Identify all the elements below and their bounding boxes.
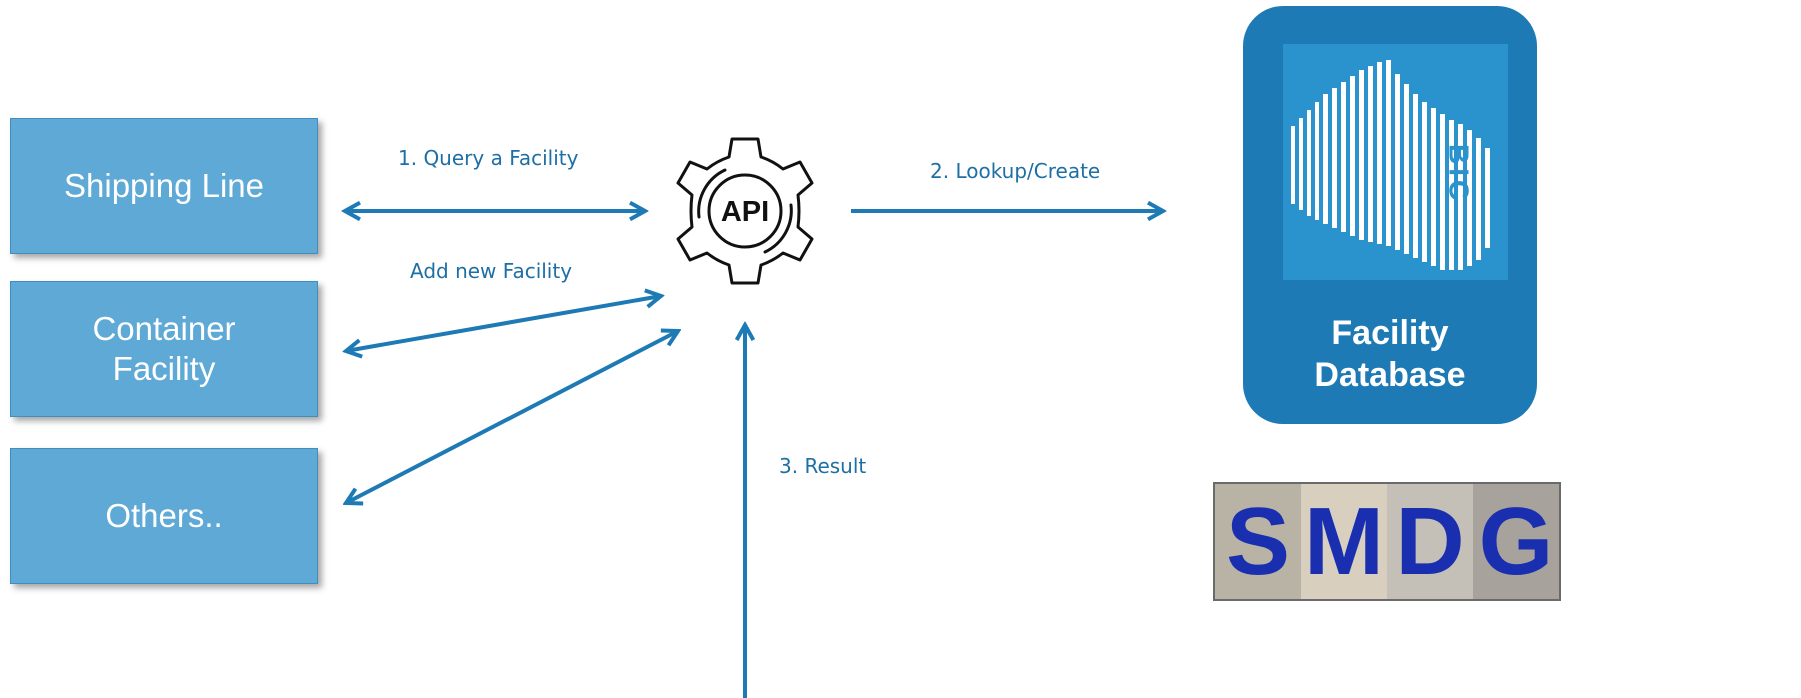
smdg-logo: S M D G (1213, 482, 1561, 601)
shipping-line-box: Shipping Line (10, 118, 318, 254)
lookup-label: 2. Lookup/Create (930, 159, 1101, 183)
add-facility-arrow (346, 296, 661, 351)
api-label: API (721, 196, 769, 228)
others-arrow (346, 331, 678, 503)
smdg-letter: D (1395, 488, 1465, 595)
others-box: Others.. (10, 448, 318, 584)
container-facility-box: Container Facility (10, 281, 318, 417)
gear-icon: API (676, 137, 814, 285)
smdg-letter: M (1304, 488, 1384, 595)
add-facility-label: Add new Facility (410, 259, 573, 283)
smdg-letter: S (1225, 488, 1291, 595)
query-label: 1. Query a Facility (398, 146, 579, 170)
facility-database-card: BIC Facility Database (1243, 6, 1537, 424)
result-label: 3. Result (779, 454, 867, 478)
bic-logo-icon: BIC (1283, 44, 1508, 280)
smdg-letter: G (1478, 488, 1554, 595)
facility-database-title: Facility Database (1314, 314, 1466, 394)
bic-logo-text: BIC (1444, 144, 1475, 204)
